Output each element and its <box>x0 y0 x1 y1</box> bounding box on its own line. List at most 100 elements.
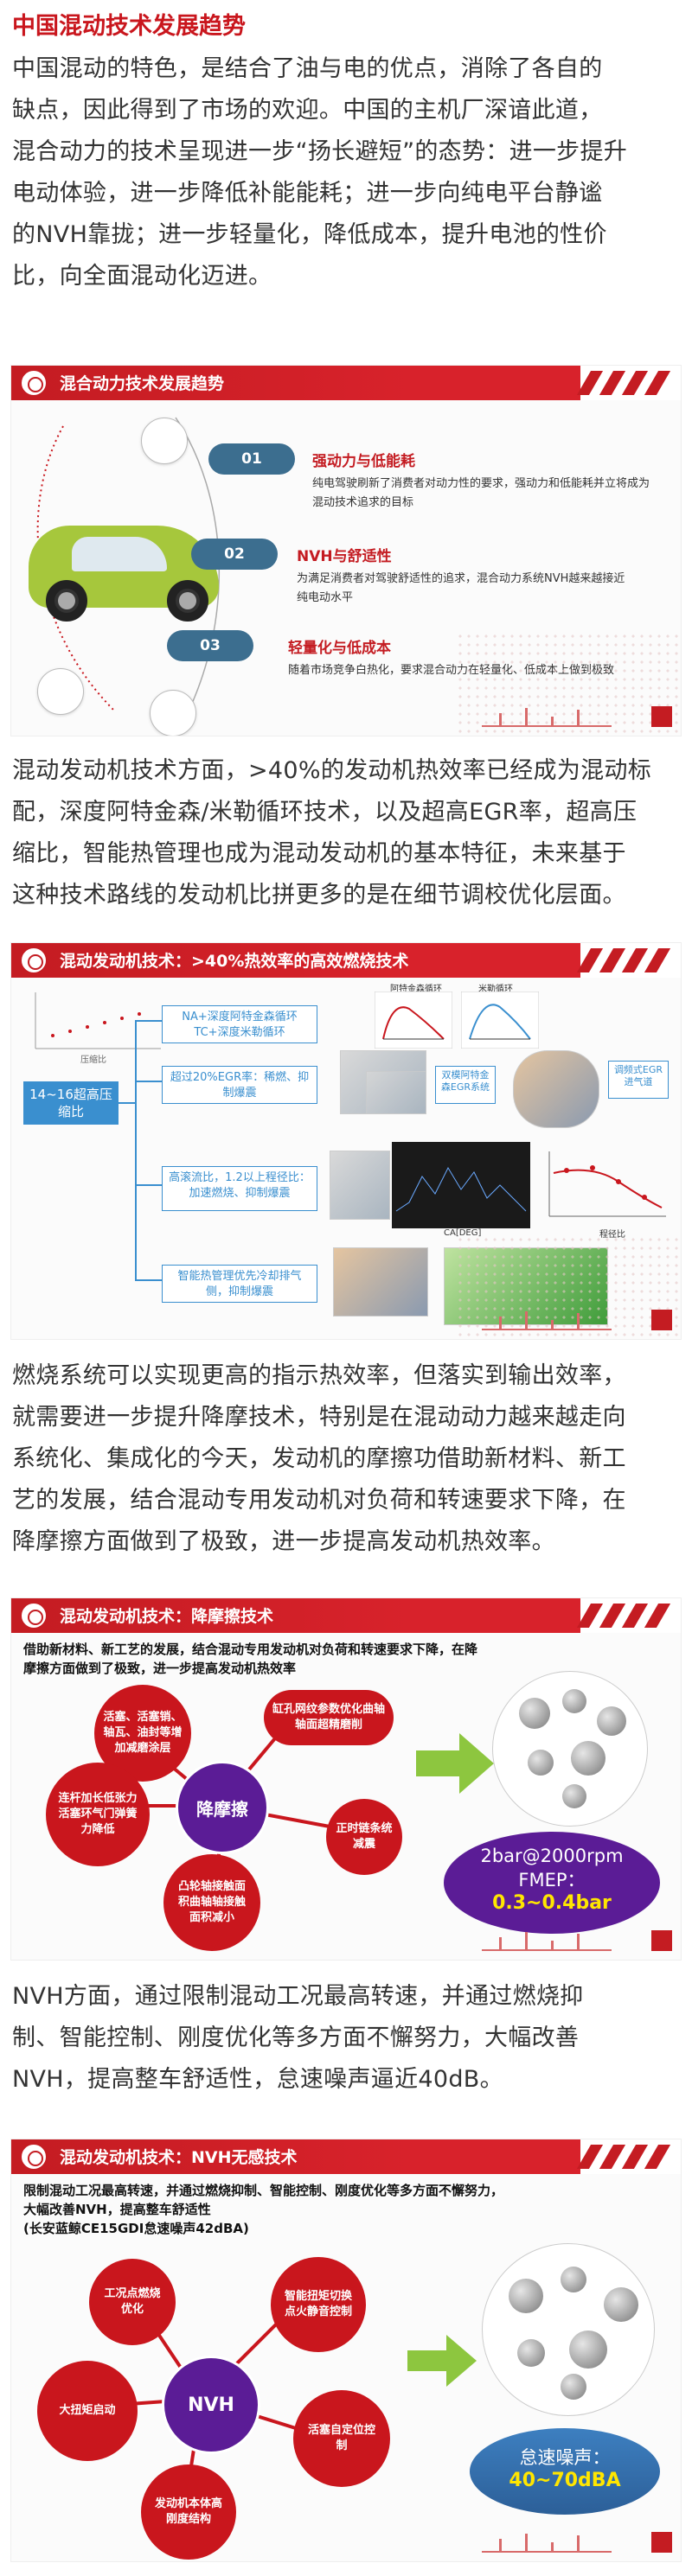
item-desc: 为满足消费者对驾驶舒适性的追求，混合动力系统NVH越来越接近纯电动水平 <box>297 572 625 604</box>
box-egr: 超过20%EGR率：稀燃、抑制爆震 <box>162 1066 317 1104</box>
item-number: 01 <box>208 443 295 475</box>
text-line: NVH方面，通过限制混动工况最高转速，并通过燃烧抑 <box>12 1983 584 2010</box>
item-number: 02 <box>191 539 278 570</box>
slide-title: 混动发动机技术：降摩擦技术 <box>60 1607 274 1626</box>
text-line: 缩比，智能热管理也成为混动发动机的基本特征，未来基于 <box>12 840 626 867</box>
university-logo-icon <box>20 947 48 974</box>
slide-title-bar <box>11 2139 681 2174</box>
slide-friction: 混动发动机技术：降摩擦技术 借助新材料、新工艺的发展，结合混动专用发动机对负荷和… <box>10 1597 682 1961</box>
battery-icon <box>150 690 196 736</box>
compression-ratio-chart <box>35 992 161 1049</box>
node-torque-switch: 智能扭矩切换点火静音控制 <box>271 2257 366 2352</box>
page-title: 中国混动技术发展趋势 <box>12 13 246 40</box>
chart-icon <box>141 418 188 464</box>
footer-logo-icon <box>482 2534 612 2553</box>
node-piston-control: 活塞自定位控制 <box>293 2390 390 2487</box>
text-line: 就需要进一步提升降摩技术，特别是在混动动力越来越走向 <box>12 1404 626 1431</box>
footer-logo-icon <box>482 708 612 727</box>
corner-mark-icon <box>651 2532 672 2553</box>
car-window-icon <box>72 537 167 571</box>
slide-title: 混合动力技术发展趋势 <box>60 374 225 393</box>
noise-label: 怠速噪声： <box>519 2447 611 2468</box>
noise-value: 40~70dBA <box>509 2470 621 2491</box>
item-title: 强动力与低能耗 <box>312 453 415 470</box>
text-line: 这种技术路线的发动机比拼更多的是在细节调校优化层面。 <box>12 882 626 909</box>
slide-title: 混动发动机技术：>40%热效率的高效燃烧技术 <box>60 952 409 971</box>
text-line: 中国混动的特色，是结合了油与电的优点，消除了各自的 <box>12 55 603 82</box>
miller-cycle-diagram <box>461 992 539 1049</box>
fmep-value: 0.3~0.4bar <box>492 1892 612 1914</box>
summary-line: 摩擦方面做到了极致，进一步提高发动机热效率 <box>23 1661 297 1676</box>
item-desc: 纯电驾驶刷新了消费者对动力性的要求，强动力和低能耗并立将成为混动技术追求的目标 <box>312 477 650 509</box>
paragraph-intro: 中国混动的特色，是结合了油与电的优点，消除了各自的 缺点，因此得到了市场的欢迎。… <box>12 48 680 297</box>
chart-x-label: 压缩比 <box>80 1055 106 1065</box>
slide-title: 混动发动机技术：NVH无感技术 <box>60 2148 298 2167</box>
node-combustion: 工况点燃烧优化 <box>89 2259 176 2345</box>
text-line: NVH，提高整车舒适性，怠速噪声逼近40dB。 <box>12 2066 503 2093</box>
footer-logo-icon <box>482 1311 612 1330</box>
stripes-decoration-icon <box>576 1604 671 1628</box>
university-logo-icon <box>20 369 48 397</box>
slide-nvh: 混动发动机技术：NVH无感技术 限制混动工况最高转速，并通过燃烧抑制、智能控制、… <box>10 2139 682 2562</box>
text-line: 混动发动机技术方面，>40%的发动机热效率已经成为混动标 <box>12 757 652 784</box>
hub-nvh: NVH <box>162 2356 260 2454</box>
tumble-curve-chart <box>548 1151 666 1217</box>
summary-line: 限制混动工况最高转速，并通过燃烧抑制、智能控制、刚度优化等多方面不懈努力， <box>23 2183 504 2198</box>
slide-summary: 借助新材料、新工艺的发展，结合混动专用发动机对负荷和转速要求下降，在降 摩擦方面… <box>23 1640 663 1678</box>
idle-noise-result: 怠速噪声： 40~70dBA <box>470 2428 660 2515</box>
text-line: 的NVH靠拢；进一步轻量化，降低成本，提升电池的性价 <box>12 221 607 248</box>
cad-axis-label: CA[DEG] <box>444 1228 482 1238</box>
engine-parts-image <box>482 2243 655 2416</box>
slide-summary: 限制混动工况最高转速，并通过燃烧抑制、智能控制、刚度优化等多方面不懈努力， 大幅… <box>23 2181 672 2238</box>
dots-decoration-icon <box>456 1235 681 1339</box>
summary-line: (长安蓝鲸CE15GDI怠速噪声42dBA) <box>23 2221 249 2236</box>
stripes-decoration-icon <box>576 948 671 972</box>
text-line: 缺点，因此得到了市场的欢迎。中国的主机厂深谙此道， <box>12 97 603 124</box>
university-logo-icon <box>20 1602 48 1629</box>
text-line: 配，深度阿特金森/米勒循环技术，以及超高EGR率，超高压 <box>12 799 638 826</box>
turbo-image <box>513 1050 599 1128</box>
box-thermal: 智能热管理优先冷却排气侧，抑制爆震 <box>162 1265 317 1303</box>
node-timing-chain: 正时链条统减震 <box>326 1799 402 1875</box>
text-line: 比，向全面混动化迈进。 <box>12 263 272 290</box>
dots-decoration-icon <box>456 632 681 736</box>
corner-mark-icon <box>651 1310 672 1330</box>
paragraph-friction: 燃烧系统可以实现更高的指示热效率，但落实到输出效率， 就需要进一步提升降摩技术，… <box>12 1355 680 1563</box>
dashboard-icon <box>37 668 84 715</box>
node-cylinder: 缸孔网纹参数优化曲轴轴面超精磨削 <box>264 1690 394 1745</box>
stripes-decoration-icon <box>576 371 671 395</box>
cad-waveform-chart <box>392 1142 530 1228</box>
box-compression-ratio: 14~16超高压缩比 <box>23 1081 119 1125</box>
node-camshaft: 凸轮轴接触面积曲轴轴接触面积减小 <box>163 1854 260 1951</box>
tag-egr-system: 双模阿特金森EGR系统 <box>435 1066 496 1104</box>
curve-axis-label: 程径比 <box>599 1227 625 1240</box>
node-engine-stiffness: 发动机本体高刚度结构 <box>141 2464 236 2560</box>
green-arrow-icon <box>407 2335 477 2387</box>
box-cycle: NA+深度阿特金森循环 TC+深度米勒循环 <box>162 1005 317 1043</box>
wheel-icon <box>167 580 208 622</box>
egr-parts-image <box>366 1071 426 1114</box>
university-logo-icon <box>20 2143 48 2171</box>
wheel-icon <box>46 580 87 622</box>
text-line: 系统化、集成化的今天，发动机的摩擦功借助新材料、新工 <box>12 1445 626 1472</box>
slide-title-bar <box>11 366 681 400</box>
hub-friction-reduction: 降摩擦 <box>176 1761 269 1854</box>
summary-line: 借助新材料、新工艺的发展，结合混动专用发动机对负荷和转速要求下降，在降 <box>23 1642 478 1657</box>
text-line: 降摩擦方面做到了极致，进一步提高发动机热效率。 <box>12 1528 555 1555</box>
cycle-label: 阿特金森循环 <box>390 985 442 994</box>
node-connecting-rod: 连杆加长低张力活塞环气门弹簧力降低 <box>46 1763 150 1866</box>
fmep-label: FMEP： <box>518 1870 586 1891</box>
item-number: 03 <box>167 630 253 661</box>
atkinson-cycle-diagram <box>375 992 452 1049</box>
paragraph-nvh: NVH方面，通过限制混动工况最高转速，并通过燃烧抑 制、智能控制、刚度优化等多方… <box>12 1976 680 2101</box>
summary-line: 大幅改善NVH，提高整车舒适性 <box>23 2202 211 2217</box>
fmep-result: 2bar@2000rpm FMEP： 0.3~0.4bar <box>444 1832 660 1934</box>
footer-logo-icon <box>482 1932 612 1951</box>
paragraph-engine: 混动发动机技术方面，>40%的发动机热效率已经成为混动标 配，深度阿特金森/米勒… <box>12 750 680 916</box>
stripes-decoration-icon <box>576 2145 671 2169</box>
text-line: 艺的发展，结合混动专用发动机对负荷和转速要求下降，在 <box>12 1487 626 1514</box>
item-title: 轻量化与低成本 <box>288 640 391 657</box>
text-line: 制、智能控制、刚度优化等多方面不懈努力，大幅改善 <box>12 2024 580 2051</box>
item-title: NVH与舒适性 <box>297 548 392 565</box>
slide-hybrid-trend: 混合动力技术发展趋势 01 强动力与低能耗 纯电驾驶刷新了消费者对动力性的要求，… <box>10 365 682 736</box>
